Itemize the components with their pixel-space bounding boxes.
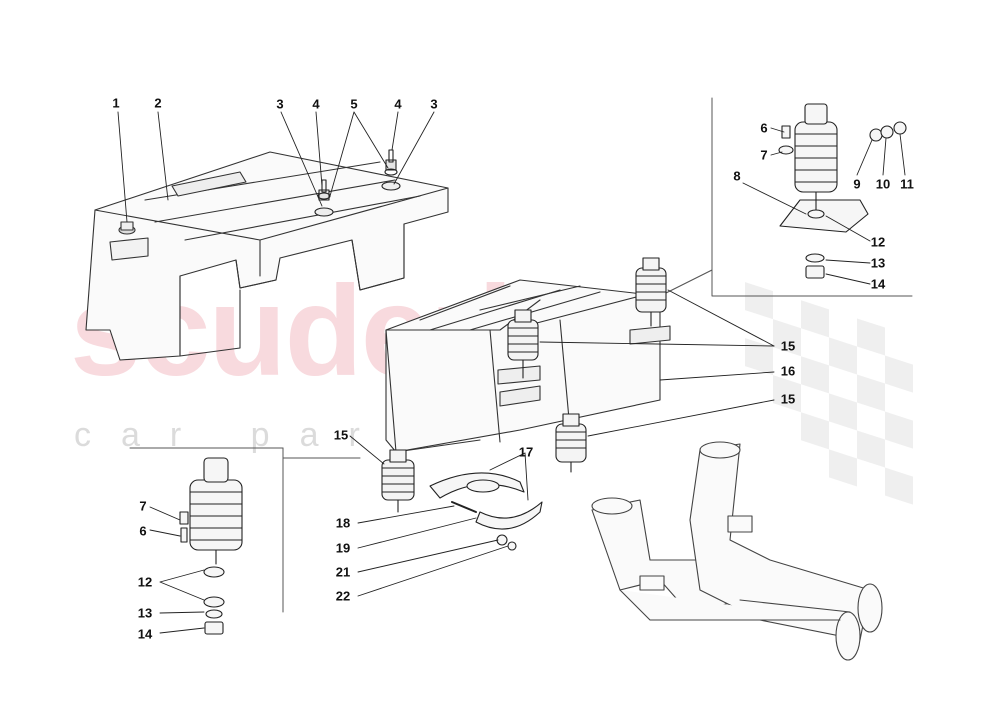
muffler-box: [385, 279, 671, 453]
rubber-mount-right: [555, 413, 587, 473]
callout-17: 17: [518, 444, 534, 460]
callout-15-b: 15: [780, 391, 796, 407]
callout-13-top: 13: [870, 255, 886, 271]
callout-14-bottom: 14: [137, 626, 153, 642]
callout-15-a: 15: [780, 338, 796, 354]
callout-3: 3: [276, 96, 284, 112]
exhaust-clamp: [429, 472, 543, 551]
rubber-mount-top: [635, 257, 667, 327]
callout-3b: 3: [430, 96, 438, 112]
rubber-mount-left: [381, 449, 415, 513]
detail-mount-top-right: [778, 103, 907, 279]
callout-7-top: 7: [760, 147, 768, 163]
callout-6-top: 6: [760, 120, 768, 136]
callout-21: 21: [335, 564, 351, 580]
callout-4b: 4: [394, 96, 402, 112]
callout-11: 11: [900, 176, 914, 192]
callout-10: 10: [875, 176, 891, 192]
callout-16: 16: [780, 363, 796, 379]
rubber-mount-middle: [507, 309, 539, 379]
engine-cover: [85, 151, 449, 361]
callout-8: 8: [733, 168, 741, 184]
callout-14-top: 14: [870, 276, 886, 292]
callout-12-top: 12: [870, 234, 886, 250]
detail-frame-divider: [282, 447, 361, 613]
callout-19: 19: [335, 540, 351, 556]
callout-18: 18: [335, 515, 351, 531]
callout-12-bottom: 12: [137, 574, 153, 590]
detail-mount-bottom-left: [179, 457, 243, 635]
callout-9: 9: [853, 176, 861, 192]
callout-6-bottom: 6: [139, 523, 147, 539]
callout-5: 5: [350, 96, 358, 112]
callout-7-bottom: 7: [139, 498, 147, 514]
detail-frame-top-right: [711, 97, 913, 297]
callout-2: 2: [154, 95, 162, 111]
callout-1: 1: [112, 95, 120, 111]
leader-lines: [117, 111, 906, 634]
callout-4: 4: [312, 96, 320, 112]
callout-13-bottom: 13: [137, 605, 153, 621]
callout-22: 22: [335, 588, 351, 604]
callout-15-c: 15: [333, 427, 349, 443]
exhaust-pipes: [591, 441, 883, 661]
